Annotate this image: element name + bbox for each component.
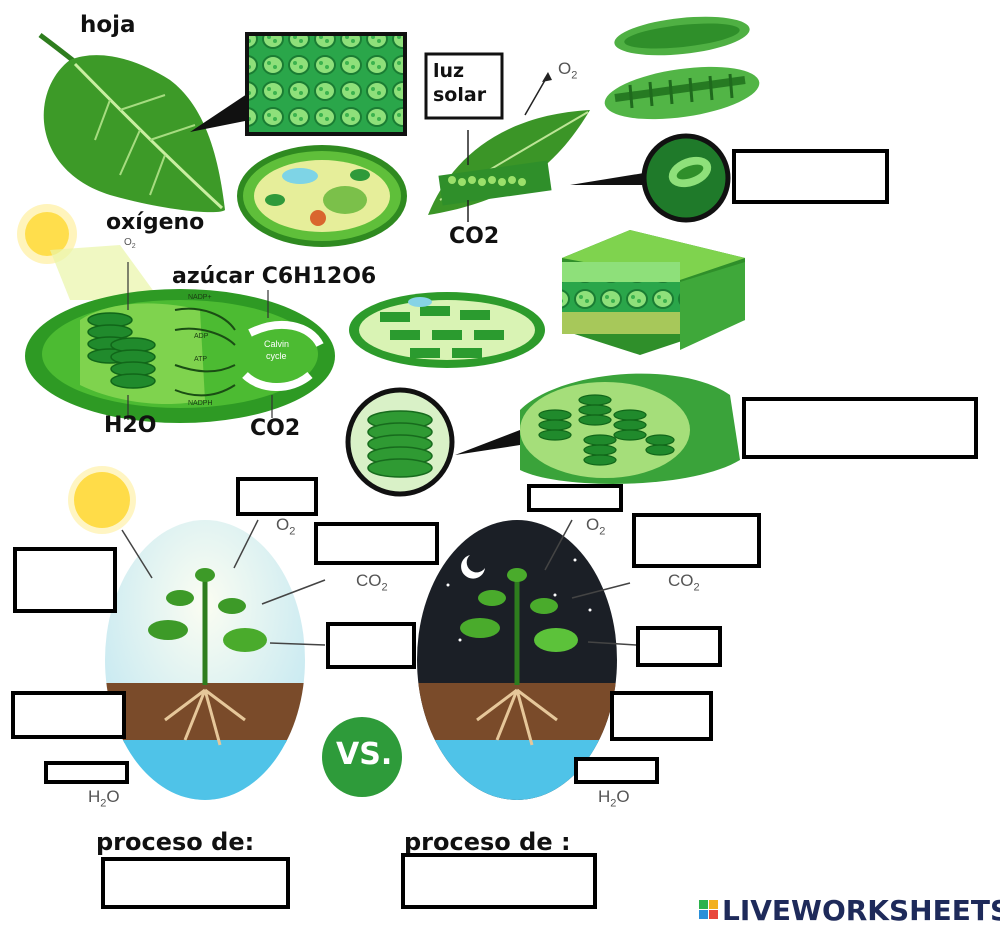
chloroplast-middle [349, 292, 545, 368]
label-co2-chloroplast: CO2 [250, 416, 301, 441]
leaf-tissue-block [562, 230, 745, 355]
answer-box-day-h2o[interactable] [44, 761, 129, 784]
label-nadph: NADPH [188, 400, 213, 407]
answer-box-chloroplast[interactable] [732, 149, 889, 204]
plant-cell-illustration [237, 145, 407, 247]
label-proceso-right: proceso de : [404, 828, 571, 856]
answer-box-proceso-right[interactable] [401, 853, 597, 909]
answer-box-chloroplast-section[interactable] [742, 397, 978, 459]
answer-box-night-roots[interactable] [610, 691, 713, 741]
day-sun-icon [74, 472, 130, 528]
leaf-illustration [38, 33, 225, 213]
label-adp: ADP [194, 333, 209, 340]
answer-box-proceso-left[interactable] [101, 857, 290, 909]
vs-circle [322, 717, 402, 797]
liveworksheets-logo-icon [699, 900, 718, 919]
label-vs: VS. [336, 737, 393, 772]
label-night-o2: O2 [586, 515, 606, 538]
label-proceso-left: proceso de: [96, 828, 255, 856]
brand-liveworksheets: LIVEWORKSHEETS [722, 894, 1000, 927]
answer-box-night-co2[interactable] [632, 513, 761, 568]
label-day-h2o: H2O [88, 787, 120, 810]
label-calvin: Calvin [264, 339, 290, 349]
night-plant-scene [417, 520, 617, 800]
answer-box-day-roots[interactable] [11, 691, 126, 739]
answer-box-day-o2[interactable] [236, 477, 318, 516]
label-o2-top: O2 [558, 59, 578, 82]
chloroplast-top-1 [614, 16, 750, 56]
leaf-cross-section [428, 72, 590, 222]
label-h2o: H2O [104, 413, 157, 438]
label-oxigeno: oxígeno [106, 210, 205, 235]
label-atp: ATP [194, 356, 208, 363]
label-nadp: NADP+ [188, 294, 212, 301]
answer-box-day-sun[interactable] [13, 547, 117, 613]
label-night-co2: CO2 [668, 571, 700, 594]
label-night-h2o: H2O [598, 787, 630, 810]
moon-icon [461, 555, 485, 579]
granum-zoom [345, 387, 520, 497]
chloroplast-section [520, 373, 740, 484]
label-solar: solar [433, 84, 487, 106]
luz-solar-frame [424, 52, 504, 120]
answer-box-day-co2[interactable] [314, 522, 439, 565]
label-day-co2: CO2 [356, 571, 388, 594]
label-o2-small: O2 [124, 237, 136, 251]
label-hoja: hoja [80, 12, 136, 38]
day-plant-scene [105, 520, 305, 800]
label-azucar: azúcar C6H12O6 [172, 264, 377, 289]
answer-box-night-leaf[interactable] [636, 626, 722, 667]
leaf-cells-zoom [245, 32, 407, 136]
label-cycle: cycle [266, 351, 287, 361]
chloroplast-top-2 [604, 66, 760, 120]
label-day-o2: O2 [276, 515, 296, 538]
label-luz: luz [433, 60, 465, 82]
chloroplast-diagram [25, 262, 335, 423]
answer-box-night-h2o[interactable] [574, 757, 659, 784]
answer-box-night-o2[interactable] [527, 484, 623, 512]
label-co2-leaf: CO2 [449, 224, 500, 249]
answer-box-day-leaf[interactable] [326, 622, 416, 669]
